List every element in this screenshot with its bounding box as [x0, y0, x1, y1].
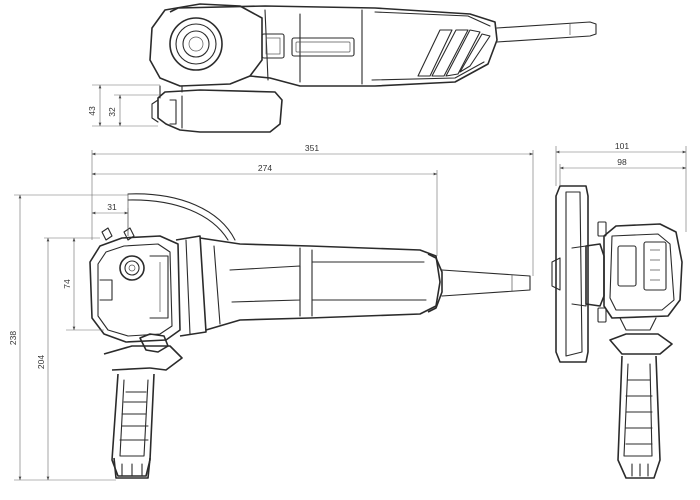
side-view-dimensions: 101 98 [555, 141, 687, 232]
dim-32-label: 32 [107, 107, 117, 117]
top-view [149, 3, 597, 133]
dim-204-label: 204 [36, 355, 46, 369]
dim-274-label: 274 [258, 163, 272, 173]
dim-351-label: 351 [305, 143, 319, 153]
top-view-dimensions: 43 32 [87, 84, 160, 127]
front-view [89, 193, 531, 479]
dim-31-label: 31 [107, 202, 117, 212]
dim-98-label: 98 [617, 157, 627, 167]
dim-238-label: 238 [8, 331, 18, 345]
front-view-dimensions: 351 274 31 74 238 204 [8, 143, 534, 481]
dim-43-label: 43 [87, 106, 97, 116]
dim-101-label: 101 [615, 141, 629, 151]
dim-74-label: 74 [62, 279, 72, 289]
side-view [551, 185, 683, 479]
